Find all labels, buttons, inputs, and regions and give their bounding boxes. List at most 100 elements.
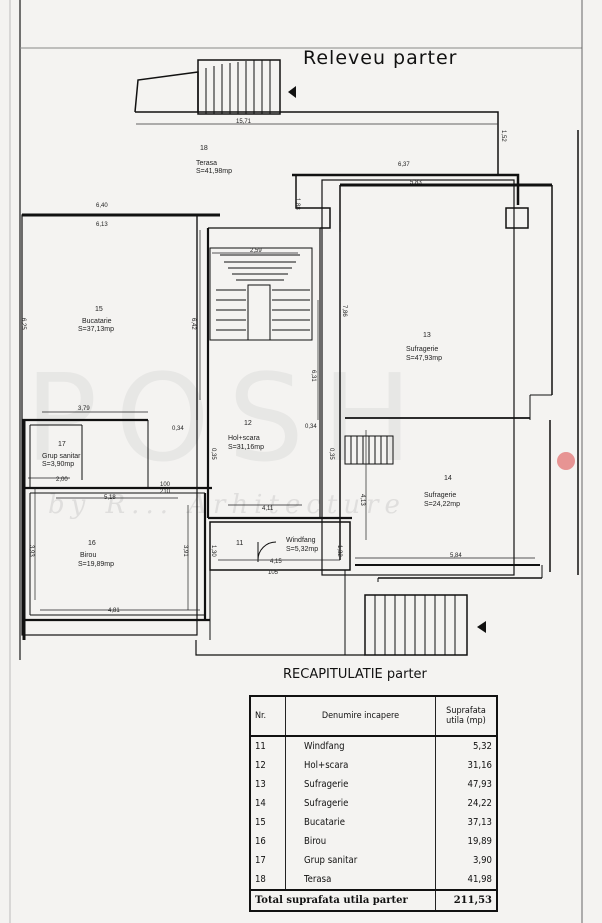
dim-label: 4,11 (262, 506, 274, 512)
dim-label: 7,86 (341, 305, 347, 317)
room-grup-name: Grup sanitar (42, 453, 81, 460)
dim-label: 1,52 (500, 130, 506, 142)
dim-label: 6,42 (190, 318, 196, 330)
room-sufragerie14-num: 14 (444, 475, 452, 482)
recap-cell-name: Windfang (285, 736, 436, 756)
dim-label: 6,37 (398, 162, 410, 168)
recap-cell-name: Terasa (285, 870, 436, 890)
recap-cell-area: 37,13 (435, 813, 498, 832)
dim-label: 3,91 (182, 545, 188, 557)
door-swing (257, 541, 277, 561)
walls (21, 130, 579, 656)
room-hol-num: 12 (244, 420, 252, 427)
dim-label: 0,34 (305, 424, 317, 430)
room-sufragerie13-area: S=47,93mp (406, 355, 442, 362)
room-grup-area: S=3,90mp (42, 461, 74, 468)
recap-total-value: 211,53 (435, 889, 498, 911)
recap-cell-nr: 16 (249, 832, 286, 851)
small-stair (344, 435, 394, 465)
dimension-lines (28, 230, 535, 611)
dim-label: 2,59 (250, 248, 262, 254)
dim-label: 6,13 (96, 222, 108, 228)
dim-label: 100 (160, 482, 171, 488)
recap-cell-area: 19,89 (435, 832, 498, 851)
recap-header-row: Nr. Denumire incapere Suprafata utila (m… (249, 696, 498, 737)
recap-cell-nr: 11 (249, 736, 286, 756)
recap-table: Nr. Denumire incapere Suprafata utila (m… (249, 695, 498, 912)
recap-cell-nr: 14 (249, 794, 286, 813)
dim-label: 210 (160, 489, 171, 495)
room-terasa-name: Terasa (196, 160, 217, 167)
room-sufragerie14-name: Sufragerie (424, 492, 456, 499)
recap-cell-name: Grup sanitar (285, 851, 436, 870)
recap-cell-area: 24,22 (435, 794, 498, 813)
room-hol-area: S=31,16mp (228, 444, 264, 451)
dim-label: 4,15 (270, 559, 282, 565)
dim-label: 4,13 (359, 494, 365, 506)
dim-label: 3,93 (28, 545, 34, 557)
room-birou-name: Birou (80, 552, 96, 559)
watermark-dot (557, 452, 575, 470)
room-windfang-area: S=5,32mp (286, 546, 318, 553)
dim-label: 1,30 (210, 545, 216, 557)
recap-header-nr: Nr. (249, 696, 286, 737)
recap-cell-name: Sufragerie (285, 794, 436, 813)
recap-header-area: Suprafata utila (mp) (435, 696, 498, 737)
recap-cell-nr: 12 (249, 756, 286, 775)
room-bucatarie-num: 15 (95, 306, 103, 313)
recap-cell-name: Hol+scara (285, 756, 436, 775)
room-birou-num: 16 (88, 540, 96, 547)
recap-total-row: Total suprafata utila parter 211,53 (249, 889, 498, 911)
top-stair (134, 59, 296, 115)
dim-label: 5,83 (410, 180, 422, 186)
dim-label: 0,35 (210, 448, 216, 460)
dim-label: 0,34 (172, 426, 184, 432)
room-bucatarie-name: Bucatarie (82, 318, 112, 325)
dim-label: 6,40 (96, 203, 108, 209)
dim-label: 15,71 (236, 119, 252, 125)
dim-label: 6,31 (310, 370, 316, 382)
room-windfang-num: 11 (236, 540, 243, 547)
interior-stair (209, 247, 313, 341)
watermark-subtitle: by R... Arhitecture (48, 490, 406, 520)
dim-label: 105 (268, 570, 279, 576)
dim-label: 5,84 (450, 553, 462, 559)
recap-cell-name: Birou (285, 832, 436, 851)
bottom-stair (364, 594, 486, 656)
room-sufragerie13-num: 13 (423, 332, 431, 339)
dim-label: 1,88 (294, 198, 300, 210)
room-bucatarie-area: S=37,13mp (78, 326, 114, 333)
terrace-outline (135, 111, 518, 176)
recap-cell-area: 31,16 (435, 756, 498, 775)
room-sufragerie14-area: S=24,22mp (424, 501, 460, 508)
recap-cell-area: 3,90 (435, 851, 498, 870)
room-grup-num: 17 (58, 441, 66, 448)
recap-header-name: Denumire incapere (285, 696, 436, 737)
room-sufragerie13-name: Sufragerie (406, 346, 438, 353)
room-terasa-area: S=41,98mp (196, 168, 232, 175)
room-windfang-name: Windfang (286, 537, 316, 544)
page-title: Releveu parter (303, 47, 458, 69)
recap-cell-name: Sufragerie (285, 775, 436, 794)
recap-title: RECAPITULATIE parter (283, 667, 427, 682)
dim-label: 6,25 (20, 318, 26, 330)
recap-cell-area: 5,32 (435, 736, 498, 756)
dim-label: 3,79 (78, 406, 90, 412)
room-terasa-num: 18 (200, 145, 208, 152)
recap-cell-nr: 18 (249, 870, 286, 890)
dim-label: 0,35 (328, 448, 334, 460)
recap-cell-nr: 13 (249, 775, 286, 794)
dim-label: 1,32 (336, 545, 342, 557)
recap-cell-nr: 17 (249, 851, 286, 870)
recap-cell-name: Bucatarie (285, 813, 436, 832)
room-birou-area: S=19,89mp (78, 561, 114, 568)
